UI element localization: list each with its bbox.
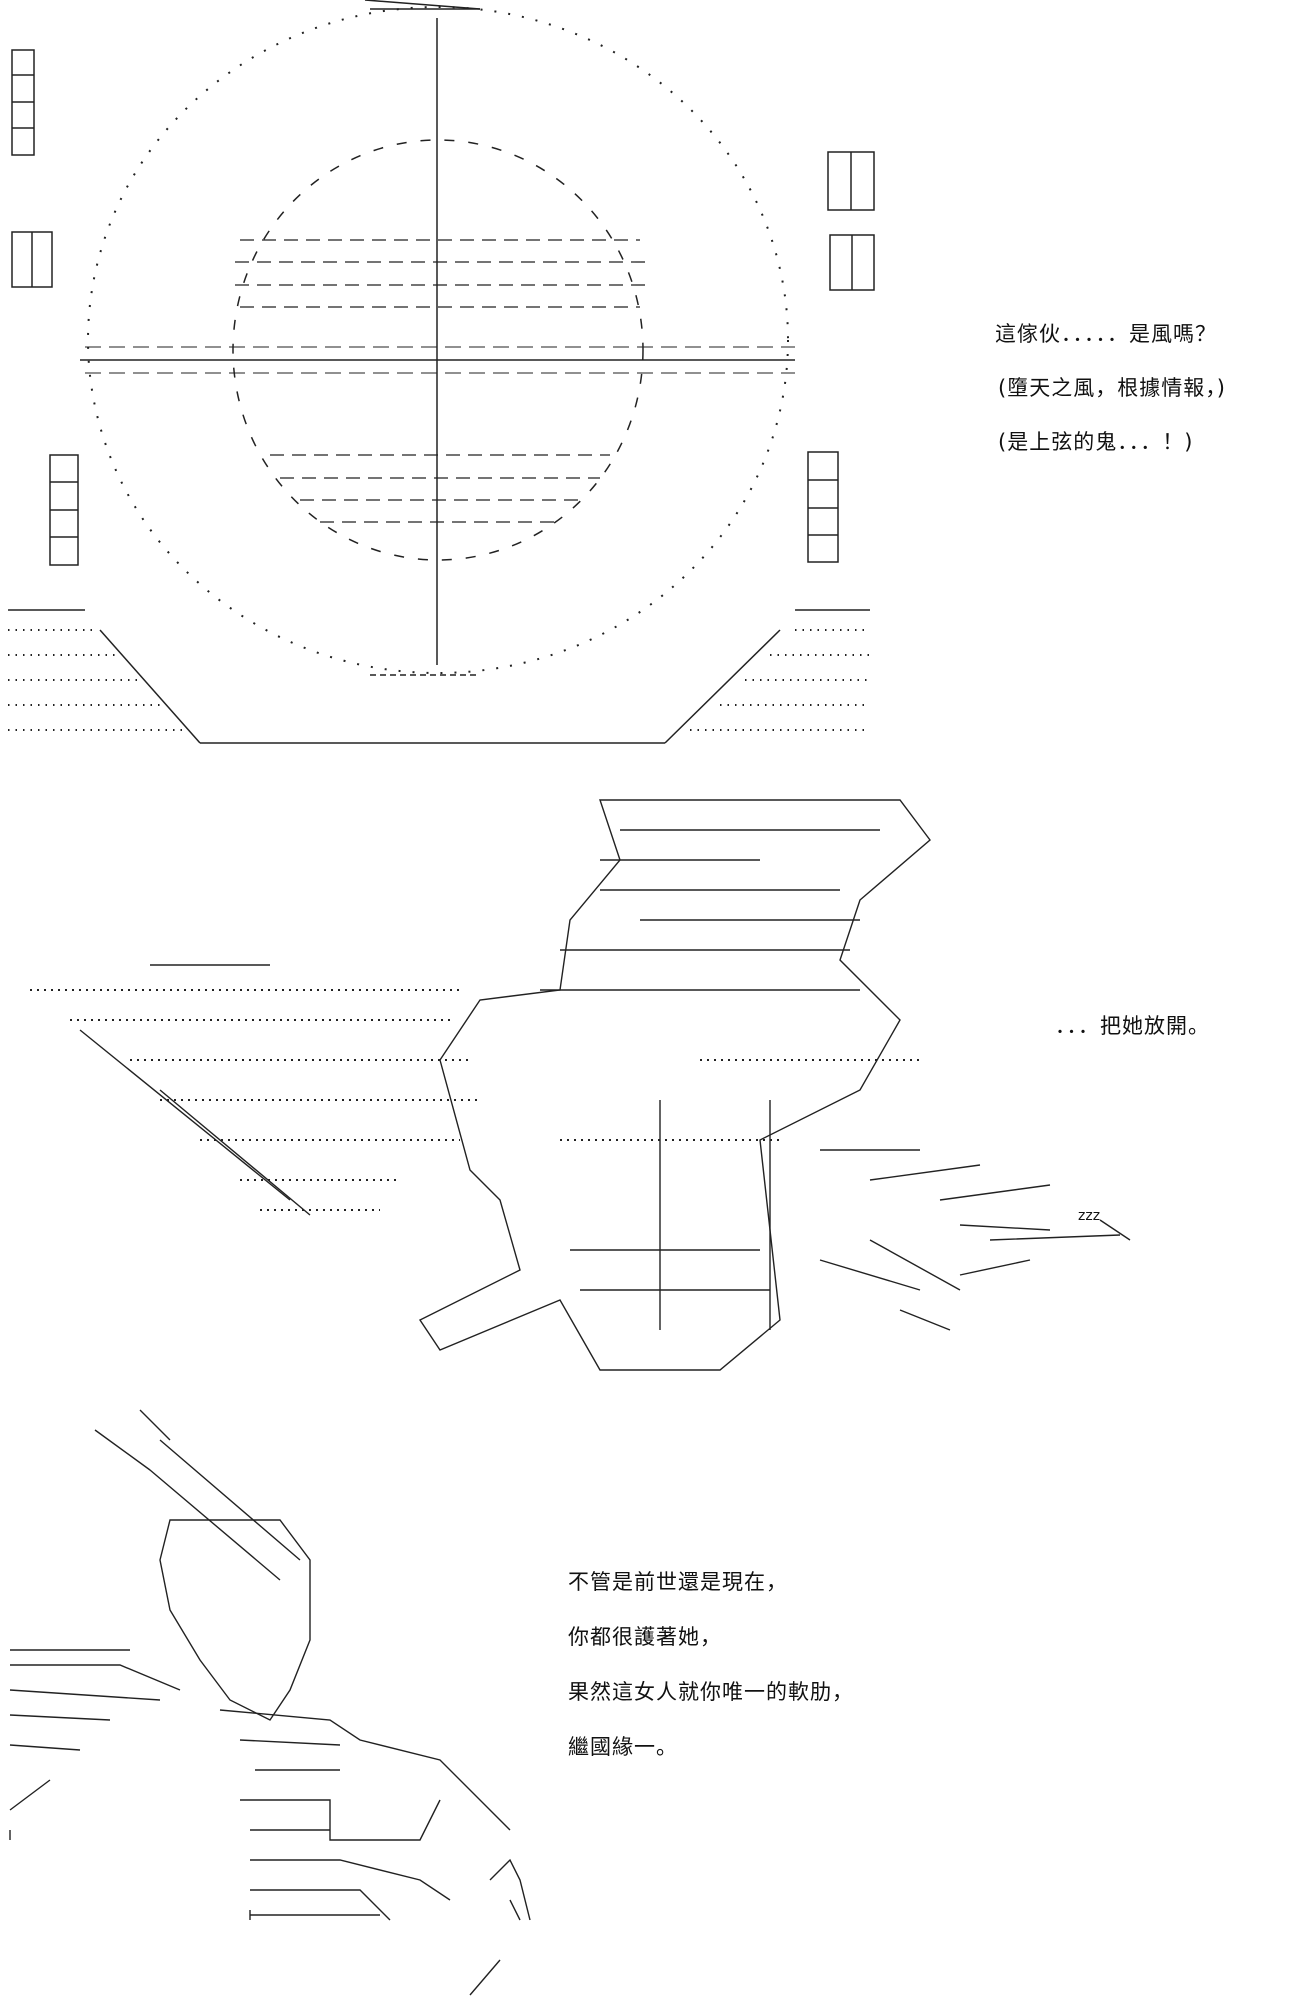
narration-line-3: 果然這女人就你唯一的軟肋， xyxy=(568,1680,854,1704)
scope-crosshair-art xyxy=(8,0,875,744)
narration-line-4: 繼國緣一。 xyxy=(568,1735,678,1759)
dialogue-release-her: ．．．把她放開。 xyxy=(1055,1014,1210,1038)
grab-scene-art xyxy=(30,799,1131,1371)
outer-dotted-circle xyxy=(87,6,789,674)
dialogue-line-3: (是上弦的鬼．．．！) xyxy=(998,430,1194,454)
narration-line-1: 不管是前世還是現在， xyxy=(568,1570,788,1594)
hands-art xyxy=(9,1409,531,1996)
dialogue-line-1: 這傢伙．．．．．是風嗎？ xyxy=(995,322,1217,346)
narration-line-2: 你都很護著她， xyxy=(568,1625,722,1649)
dialogue-line-2: (墮天之風，根據情報，) xyxy=(998,376,1226,400)
sleep-sfx: zzz xyxy=(1078,1208,1101,1224)
inner-dashed-circle xyxy=(232,139,644,561)
